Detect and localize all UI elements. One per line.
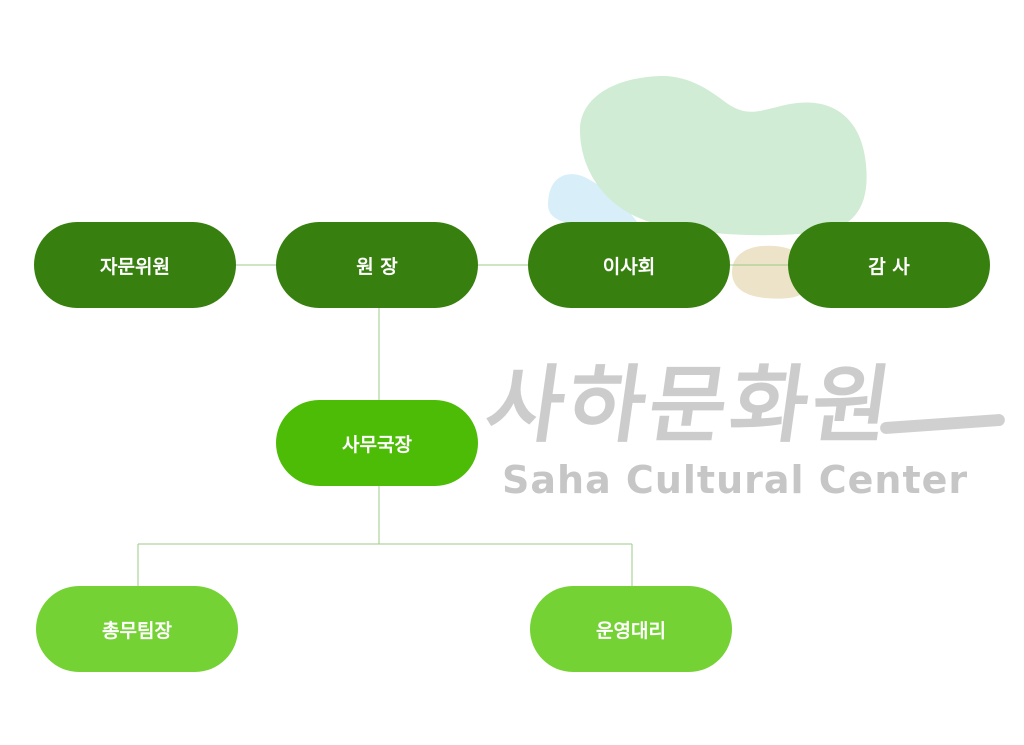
node-board-of-directors: 이사회	[528, 222, 730, 308]
node-auditor-label: 감 사	[868, 255, 910, 278]
node-general-affairs-lead: 총무팀장	[36, 586, 238, 672]
node-general-affairs-lead-label: 총무팀장	[102, 619, 172, 642]
node-operations-deputy-label: 운영대리	[596, 619, 666, 642]
node-advisory-committee: 자문위원	[34, 222, 236, 308]
node-director-label: 원 장	[356, 255, 398, 278]
node-advisory-committee-label: 자문위원	[100, 255, 170, 278]
node-secretary-general-label: 사무국장	[342, 433, 412, 456]
node-secretary-general: 사무국장	[276, 400, 478, 486]
node-auditor: 감 사	[788, 222, 990, 308]
logo-green-shape	[580, 75, 867, 236]
node-operations-deputy: 운영대리	[530, 586, 732, 672]
node-director: 원 장	[276, 222, 478, 308]
node-board-of-directors-label: 이사회	[602, 255, 656, 278]
watermark-english: Saha Cultural Center	[502, 458, 969, 502]
logo-blue-shape	[548, 174, 640, 226]
